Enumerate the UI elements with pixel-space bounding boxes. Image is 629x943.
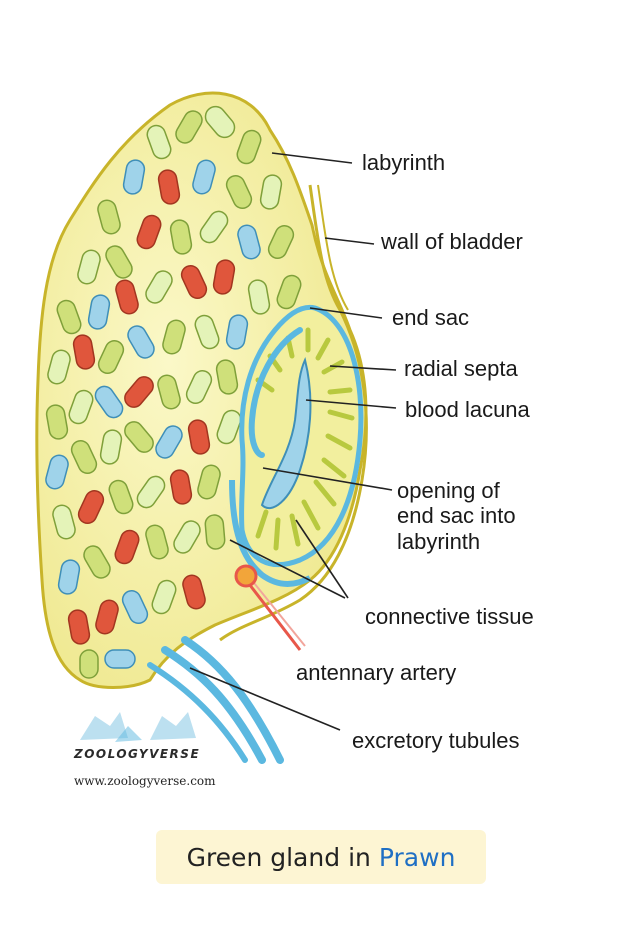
bladder-wall — [219, 184, 368, 642]
label-opening-line-1: opening of — [397, 478, 500, 503]
caption-part-1: Green gland — [186, 842, 341, 872]
label-end-sac: end sac — [392, 305, 470, 330]
antennary-artery — [234, 564, 306, 651]
label-opening-of-end-sac: opening of end sac into labyrinth — [397, 478, 567, 554]
excretory-tubules — [147, 636, 284, 764]
label-connective-tissue: connective tissue — [365, 604, 534, 629]
label-labyrinth: labyrinth — [362, 150, 446, 175]
caption-part-2: in — [348, 842, 371, 872]
end-sac — [239, 304, 364, 567]
radial-septa — [255, 327, 355, 551]
bladder-wall-inner — [317, 184, 349, 311]
blood-lacuna — [260, 357, 312, 510]
figure-caption: Green gland in Prawn — [156, 830, 486, 884]
leader-lines — [189, 152, 397, 731]
label-radial-septa: radial septa — [404, 356, 518, 381]
caption-part-3: Prawn — [378, 842, 456, 872]
label-antennary-artery: antennary artery — [296, 660, 457, 685]
label-opening-line-3: labyrinth — [397, 528, 481, 554]
logo-url: www.zoologyverse.com — [74, 774, 216, 788]
label-blood-lacuna: blood lacuna — [405, 397, 530, 422]
labyrinth-cells — [45, 105, 302, 679]
label-opening-line-2: end sac into — [397, 503, 516, 529]
logo-name: ZOOLOGYVERSE — [74, 747, 201, 761]
label-wall-of-bladder: wall of bladder — [381, 229, 523, 254]
opening-channel — [229, 479, 312, 587]
zoologyverse-logo — [80, 712, 196, 742]
label-excretory-tubules: excretory tubules — [352, 728, 520, 753]
